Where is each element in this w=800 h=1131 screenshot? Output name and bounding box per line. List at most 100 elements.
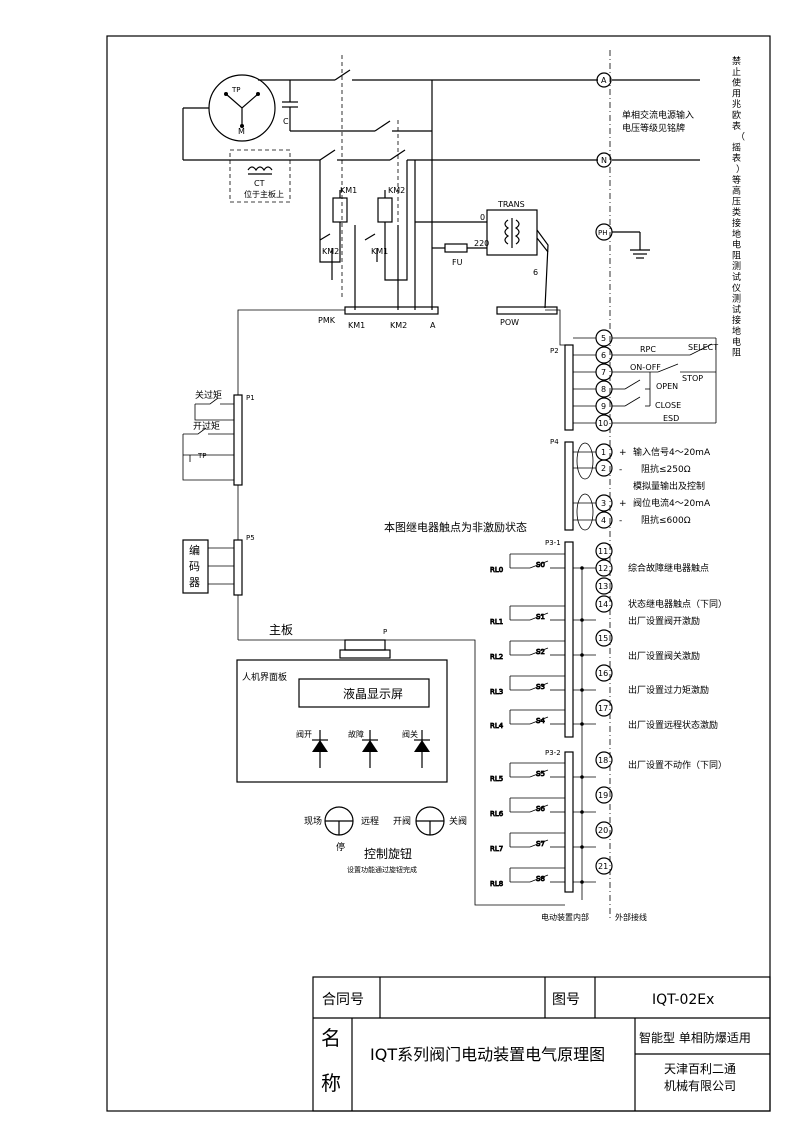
p32-connector [564, 751, 574, 893]
relay-contact-blade [529, 769, 549, 778]
close-torque-label: 关过矩 [195, 389, 222, 401]
km1-contact-label: KM1 [371, 247, 388, 256]
esd-label: ESD [663, 414, 679, 423]
hmi-panel-label: 人机界面板 [242, 671, 287, 683]
power-input-note-1: 单相交流电源输入 [622, 109, 694, 121]
p31-connector [564, 541, 574, 738]
ct-label: CT [254, 179, 265, 188]
relay-contact-blade [529, 839, 549, 848]
company-line-2: 机械有限公司 [664, 1078, 736, 1093]
terminal-11-label: 11 [598, 547, 608, 556]
pos-res-label: 阻抗≤600Ω [641, 514, 691, 526]
cap-label: C [283, 117, 289, 126]
relay-contact-blade [529, 682, 549, 691]
fuse [444, 243, 468, 253]
led-fault-icon [362, 730, 378, 768]
terminal-n-label: N [601, 156, 607, 165]
terminal-9-label: 9 [601, 402, 606, 411]
terminal-16-label: 16 [598, 669, 608, 678]
terminal-10: 10 [595, 414, 613, 432]
relay-state-note: 本图继电器触点为非激励状态 [384, 520, 527, 534]
terminal-19: 19 [595, 786, 613, 804]
power-input-note-2: 电压等级见铭牌 [622, 122, 685, 134]
terminal-8: 8 [595, 380, 613, 398]
terminal-ph-label: PH [598, 229, 608, 237]
relay-contact-blade [529, 716, 549, 725]
onoff-label: ON-OFF [630, 363, 661, 372]
terminal-12: 12 [595, 559, 613, 577]
trans-label: TRANS [497, 200, 525, 209]
junction-dot [580, 566, 584, 570]
relay-3-label: RL3 [490, 688, 503, 696]
p4-connector [564, 441, 574, 531]
switch-6-label: S6 [536, 805, 545, 813]
p4-label: P4 [550, 438, 559, 446]
rpc-label: RPC [640, 345, 656, 354]
remote-label: 远程 [361, 816, 379, 827]
relay-contact-blade [529, 647, 549, 656]
relay-contact-blade [529, 612, 549, 621]
select-label: SELECT [688, 343, 718, 352]
close-valve-label: 关阀 [449, 815, 467, 827]
relay-2-label: RL2 [490, 653, 503, 661]
relay-desc-status: 状态继电器触点（下同） [628, 598, 727, 610]
junction-dot [580, 880, 584, 884]
ai-plus: + [619, 448, 627, 458]
tp-label: TP [197, 452, 207, 460]
contract-label: 合同号 [322, 992, 364, 1008]
switch-0-label: S0 [536, 561, 545, 569]
terminal-8-label: 8 [601, 385, 606, 394]
junction-dot [580, 845, 584, 849]
stop-label: 停 [336, 841, 345, 853]
led-open-icon [312, 730, 328, 768]
outside-label: 外部接线 [615, 912, 647, 922]
open-valve-label: 开阀 [393, 816, 411, 827]
title-block [312, 976, 771, 1112]
pow-label: POW [500, 318, 519, 327]
km2-coil-label: KM2 [388, 186, 405, 195]
pow-connector [496, 306, 558, 315]
encoder-char-3: 器 [189, 576, 200, 589]
motor-label: M [238, 127, 245, 136]
pmk-connector [344, 306, 439, 315]
km2-contact-label: KM2 [322, 247, 339, 256]
terminal-a-label: A [601, 76, 607, 85]
p5-label: P5 [246, 534, 255, 542]
terminal-10-label: 10 [598, 419, 608, 428]
p31-label: P3-1 [545, 539, 561, 547]
relay-0-label: RL0 [490, 566, 503, 574]
switch-7-label: S7 [536, 840, 545, 848]
p-connector-mid [339, 649, 391, 659]
p5-connector [233, 539, 243, 596]
terminal-15: 15 [595, 629, 613, 647]
terminal-12-label: 12 [598, 564, 608, 573]
name-label-1: 名 [321, 1026, 341, 1050]
terminal-11: 11 [595, 542, 613, 560]
terminal-20-label: 20 [598, 826, 608, 835]
p-connector-top [344, 639, 386, 651]
switch-4-label: S4 [536, 717, 545, 725]
relay-contact-blade [529, 804, 549, 813]
vertical-warning: 禁止使用兆欧表（摇表）等高压类接地电阻测试仪测试接地电阻 [732, 56, 745, 359]
terminal-18-label: 18 [598, 756, 608, 765]
encoder-box [182, 539, 209, 594]
terminal-5-label: 5 [601, 334, 606, 343]
tp-label-motor: TP [231, 86, 241, 94]
terminal-5: 5 [595, 329, 613, 347]
terminal-17: 17 [595, 699, 613, 717]
close-switch-label: CLOSE [655, 401, 681, 410]
junction-dot [580, 688, 584, 692]
open-switch-label: OPEN [656, 382, 678, 391]
fu-label: FU [452, 258, 463, 267]
relay-desc-torque: 出厂设置过力矩激励 [628, 684, 709, 696]
led-close-icon [414, 730, 430, 768]
lcd-box [298, 678, 430, 708]
in-res-label: 阻抗≤250Ω [641, 463, 691, 475]
pmk-a-label: A [430, 321, 436, 330]
switch-2-label: S2 [536, 648, 545, 656]
km1-coil-label: KM1 [340, 186, 357, 195]
terminal-6: 6 [595, 346, 613, 364]
pos-signal-label: 阀位电流4～20mA [633, 497, 711, 509]
terminal-21-label: 21 [598, 862, 608, 871]
